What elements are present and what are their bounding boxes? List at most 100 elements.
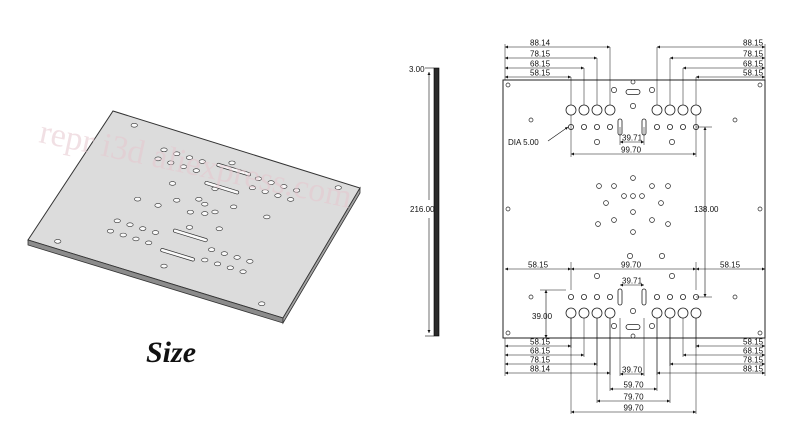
mounting-hole (690, 104, 702, 116)
center-hole (649, 217, 655, 223)
mounting-hole (591, 104, 603, 116)
extra-hole (611, 323, 617, 329)
plate-hole (248, 185, 256, 190)
mounting-hole (654, 293, 661, 300)
plate-hole (130, 123, 138, 128)
mounting-hole (591, 307, 603, 319)
center-hole (630, 193, 636, 199)
plate-hole (267, 180, 275, 185)
corner-hole (528, 117, 534, 123)
corner-hole (505, 330, 511, 336)
mounting-hole (667, 293, 674, 300)
dim-top-right-2: 68.15 (743, 60, 764, 69)
thickness-label: 3.00 (409, 65, 425, 74)
corner-hole (528, 294, 534, 300)
plate-hole (106, 228, 114, 234)
mounting-hole (664, 104, 676, 116)
center-hole (611, 217, 617, 223)
mounting-hole (677, 307, 689, 319)
dim-top-left-1: 78.15 (530, 50, 551, 59)
mounting-hole (664, 307, 676, 319)
mounting-hole (578, 104, 590, 116)
plate-hole (287, 197, 295, 202)
corner-hole (505, 206, 511, 212)
dim-top-left-3: 58.15 (530, 69, 551, 78)
dim-bottom-center-0: 39.70 (622, 366, 643, 375)
dim-height-center: 138.00 (694, 205, 719, 214)
corner-hole (630, 79, 636, 85)
mounting-hole (680, 293, 687, 300)
extra-hole (630, 308, 636, 314)
dim-bottom-left-0: 58.15 (530, 338, 551, 347)
corner-hole (732, 294, 738, 300)
plate-hole (214, 261, 222, 267)
plate-dimension-drawing: 88.1478.1568.1558.1588.1578.1568.1558.15… (502, 39, 766, 414)
extra-hole (630, 103, 636, 109)
plate-hole (186, 209, 194, 215)
plate-hole (173, 151, 181, 156)
plate-hole (126, 222, 134, 227)
plate-hole (173, 198, 181, 203)
dim-top-left-0: 88.14 (530, 39, 551, 48)
center-hole (611, 183, 617, 189)
corner-hole (757, 206, 763, 212)
center-hole (603, 200, 609, 206)
plate-hole (201, 257, 209, 263)
center-hole (665, 183, 671, 189)
plate-hole (186, 225, 194, 230)
center-slot (625, 324, 641, 330)
dim-bottom-center-3: 99.70 (624, 404, 645, 413)
dim-mid-right: 58.15 (720, 261, 741, 270)
extra-hole (649, 87, 655, 93)
extra-hole (669, 273, 675, 279)
height-label: 216.00 (410, 205, 435, 214)
corner-hole (732, 117, 738, 123)
dim-bottom-center-2: 79.70 (624, 393, 645, 402)
vertical-slot (641, 288, 647, 306)
center-hole (621, 193, 627, 199)
plate-hole (154, 203, 162, 208)
plate-hole (54, 239, 62, 244)
dim-mid-left: 58.15 (528, 261, 549, 270)
center-hole (649, 183, 655, 189)
plate-side-edge (282, 186, 361, 325)
plate-hole (186, 155, 194, 160)
center-hole (639, 193, 645, 199)
plate-hole (169, 181, 177, 186)
plate-hole (198, 159, 206, 164)
dim-bottom-right-3: 88.15 (743, 365, 764, 374)
plate-hole (154, 156, 162, 162)
plate-hole (263, 214, 271, 220)
plate-side-profile (433, 67, 440, 337)
mounting-hole (565, 307, 577, 319)
center-hole (630, 175, 636, 181)
plate-hole (180, 164, 188, 169)
dim-mid-center: 99.70 (621, 261, 642, 270)
plate-hole (228, 160, 236, 166)
extra-hole (627, 253, 633, 259)
mounting-hole (680, 124, 687, 131)
thickness-view: 3.00 216.00 (409, 65, 440, 337)
dim-bottom-right-1: 68.15 (743, 347, 764, 356)
plate-hole (145, 240, 153, 246)
mounting-hole (565, 104, 577, 116)
mounting-hole (654, 124, 661, 131)
extra-hole (594, 273, 600, 279)
dim-top-right-1: 78.15 (743, 50, 764, 59)
mounting-hole (667, 124, 674, 131)
plate-hole (195, 197, 203, 202)
mounting-hole (607, 124, 614, 131)
center-hole (596, 183, 602, 189)
mounting-hole (581, 124, 588, 131)
plate-hole (201, 211, 209, 216)
center-hole (595, 221, 601, 227)
plate-hole (160, 147, 168, 153)
mounting-hole (594, 293, 601, 300)
plate-hole (192, 168, 200, 173)
dim-top-right-3: 58.15 (743, 69, 764, 78)
dim-top-right-0: 88.15 (743, 39, 764, 48)
plate-hole (132, 236, 140, 242)
dim-slot-upper: 39.71 (622, 134, 643, 143)
extra-hole (669, 139, 675, 145)
